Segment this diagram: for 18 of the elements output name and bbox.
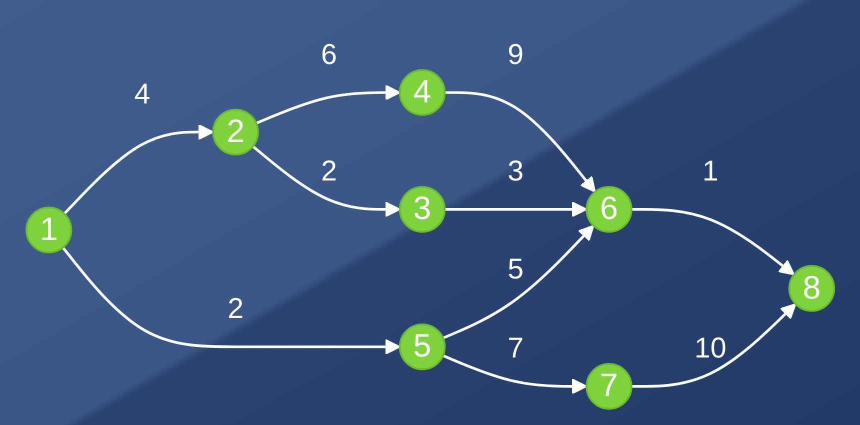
edge-label: 2 [227,294,244,328]
node-circle: 1 [25,206,72,254]
node-circle: 7 [585,362,632,410]
node-circle: 5 [398,323,446,370]
node-circle: 8 [788,265,835,312]
edge-label: 7 [507,333,524,367]
edge-label: 1 [702,156,718,190]
node-circle: 2 [212,108,259,156]
edge-label: 10 [694,333,726,367]
edge-label: 2 [320,156,337,190]
edge-label: 6 [320,39,337,73]
edge-label: 5 [507,254,524,288]
edge-label: 9 [507,39,524,73]
node-circle: 3 [398,186,446,233]
node-circle: 4 [398,69,446,116]
edge-label: 3 [507,156,524,190]
edge-label: 4 [134,78,150,112]
node-circle: 6 [585,186,632,233]
